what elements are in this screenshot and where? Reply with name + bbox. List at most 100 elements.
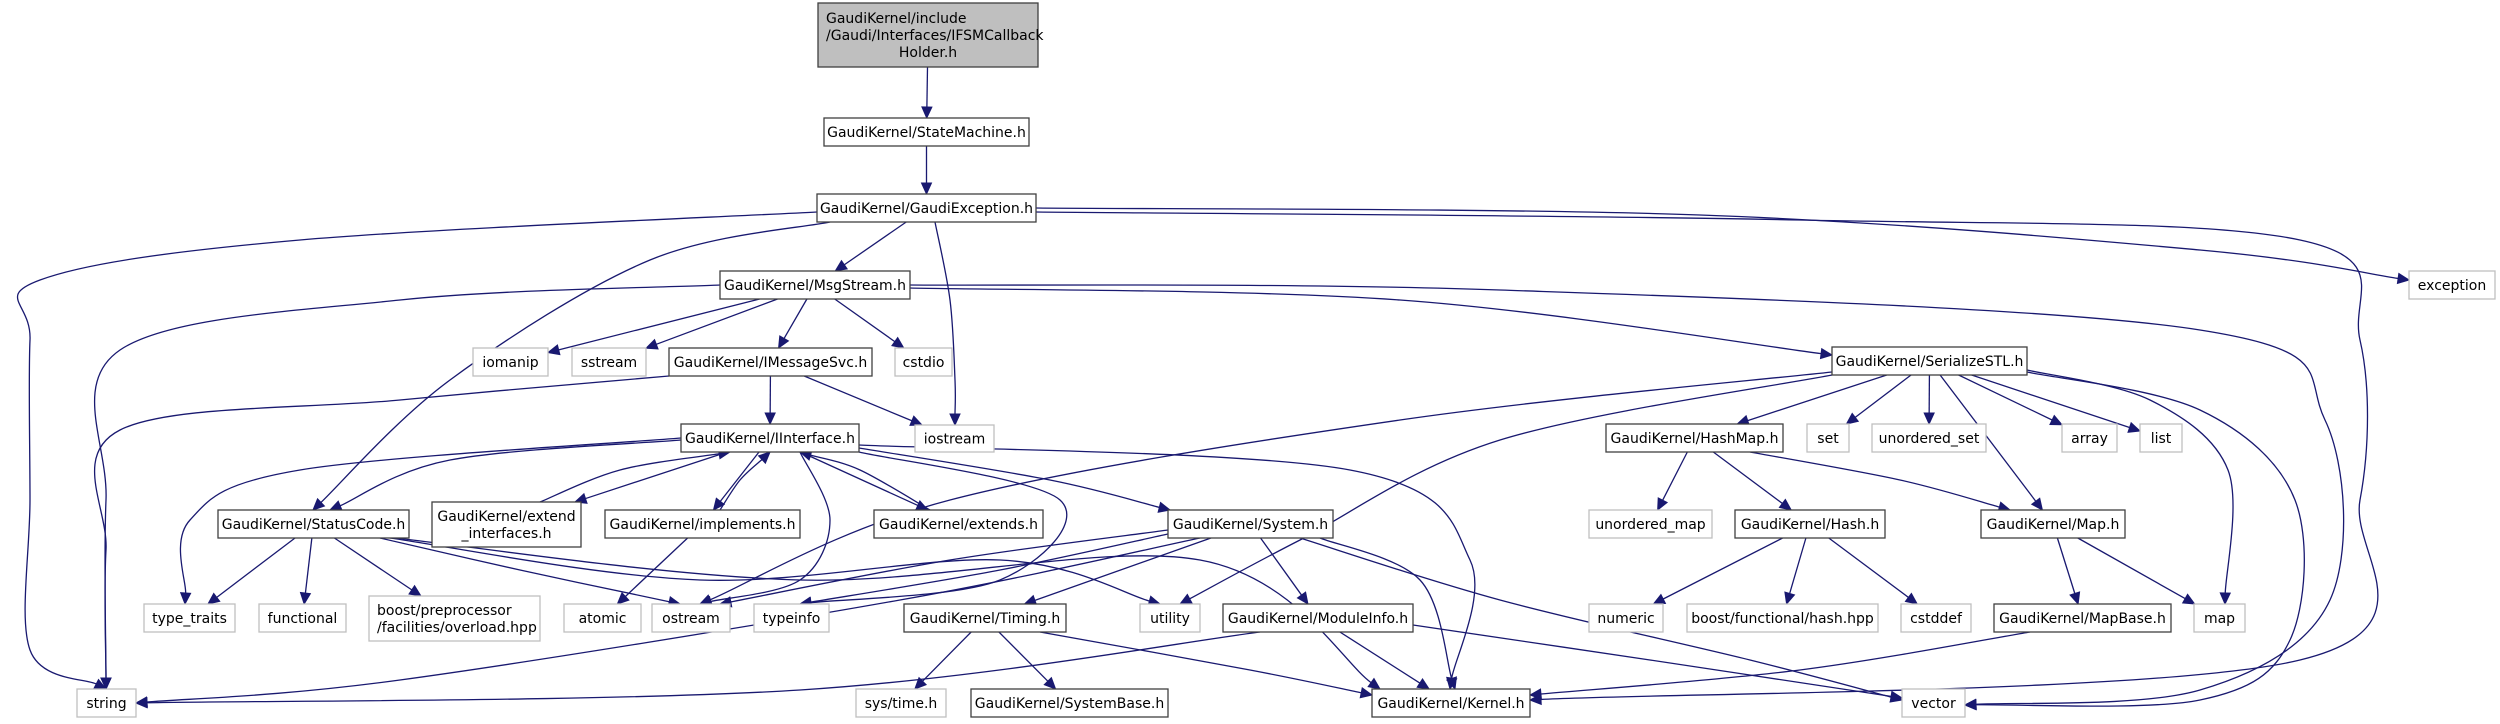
node-box xyxy=(258,603,347,633)
node-box xyxy=(1139,603,1201,633)
edge-serializestl-to-utility xyxy=(1189,374,1833,600)
arrowhead-timing-to-sys_time xyxy=(913,676,928,690)
node-gaudiexception[interactable]: GaudiKernel/GaudiException.h xyxy=(816,193,1037,223)
node-hash[interactable]: GaudiKernel/Hash.h xyxy=(1734,509,1886,539)
node-label: GaudiKernel/extend xyxy=(437,509,575,525)
node-box xyxy=(1605,423,1784,453)
edge-gaudiexception-to-string xyxy=(16,211,818,685)
node-hashmap[interactable]: GaudiKernel/HashMap.h xyxy=(1605,423,1784,453)
edge-statuscode-to-boost_overload xyxy=(334,537,413,591)
node-system[interactable]: GaudiKernel/System.h xyxy=(1167,509,1334,539)
edge-serializestl-to-ostream xyxy=(709,371,1833,601)
node-box xyxy=(1588,509,1713,539)
node-label: array xyxy=(2071,431,2108,447)
node-box xyxy=(816,193,1037,223)
node-statemachine[interactable]: GaudiKernel/StateMachine.h xyxy=(823,117,1030,147)
node-ostream: ostream xyxy=(651,603,731,633)
node-extend_interfaces[interactable]: GaudiKernel/extend_interfaces.h xyxy=(431,501,582,548)
node-box xyxy=(1371,688,1531,718)
node-box xyxy=(903,603,1067,633)
node-box xyxy=(1588,603,1664,633)
node-label: map xyxy=(2204,611,2235,627)
arrowhead-gaudiexception-to-exception xyxy=(2396,272,2411,285)
arrowhead-serializestl-to-array xyxy=(2049,414,2064,426)
arrowhead-serializestl-to-set xyxy=(1845,412,1860,425)
node-utility: utility xyxy=(1139,603,1201,633)
node-boost_overload: boost/preprocessor/facilities/overload.h… xyxy=(368,595,541,642)
edge-moduleinfo-to-kernel xyxy=(1339,631,1421,684)
node-list: list xyxy=(2139,423,2183,453)
edge-serializestl-to-array xyxy=(1958,374,2053,421)
node-moduleinfo[interactable]: GaudiKernel/ModuleInfo.h xyxy=(1222,603,1414,633)
node-statuscode[interactable]: GaudiKernel/StatusCode.h xyxy=(217,509,410,539)
node-exception: exception xyxy=(2408,270,2496,300)
node-box xyxy=(2408,270,2496,300)
edge-hash-to-numeric xyxy=(1662,537,1783,600)
node-numeric: numeric xyxy=(1588,603,1664,633)
edge-msgstream-to-serializestl xyxy=(909,287,1822,355)
edge-system-to-kernel xyxy=(1319,537,1453,679)
arrowhead-statuscode-to-functional xyxy=(299,591,312,606)
edge-msgstream-to-imessagesvc xyxy=(783,298,808,339)
node-unordered_map: unordered_map xyxy=(1588,509,1713,539)
node-serializestl[interactable]: GaudiKernel/SerializeSTL.h xyxy=(1831,346,2028,376)
edge-timing-to-systembase xyxy=(998,631,1049,682)
edge-root-to-statemachine xyxy=(926,66,929,108)
node-extends[interactable]: GaudiKernel/extends.h xyxy=(873,509,1044,539)
node-label: GaudiKernel/extends.h xyxy=(879,517,1038,533)
node-root[interactable]: GaudiKernel/include/Gaudi/Interfaces/IFS… xyxy=(817,2,1044,68)
arrowhead-timing-to-systembase xyxy=(1043,676,1057,690)
edge-system-to-moduleinfo xyxy=(1260,537,1303,596)
arrowhead-iinterface-to-type_traits xyxy=(179,592,192,606)
arrowhead-serializestl-to-vector xyxy=(1963,698,1977,711)
node-box xyxy=(472,347,549,377)
arrowhead-hash-to-boost_hash xyxy=(1784,591,1796,606)
arrowhead-hash-to-cstddef xyxy=(1904,592,1919,605)
node-box xyxy=(143,603,236,633)
edge-iinterface-to-extends xyxy=(800,451,919,507)
edge-msgstream-to-sstream xyxy=(656,298,778,345)
arrowhead-moduleinfo-to-string xyxy=(134,696,148,709)
node-systembase[interactable]: GaudiKernel/SystemBase.h xyxy=(970,688,1169,718)
node-map_h[interactable]: GaudiKernel/Map.h xyxy=(1980,509,2126,539)
edge-serializestl-to-vector xyxy=(1975,371,2305,707)
edge-extend_interfaces-to-iinterface xyxy=(539,453,720,503)
node-box xyxy=(970,688,1169,718)
node-cstddef: cstddef xyxy=(1900,603,1972,633)
edge-serializestl-to-list xyxy=(1971,374,2130,429)
arrowhead-msgstream-to-iomanip xyxy=(546,344,561,356)
node-kernel[interactable]: GaudiKernel/Kernel.h xyxy=(1371,688,1531,718)
node-box xyxy=(1871,423,1987,453)
node-label: functional xyxy=(268,611,338,627)
node-mapbase[interactable]: GaudiKernel/MapBase.h xyxy=(1993,603,2172,633)
node-iinterface[interactable]: GaudiKernel/IInterface.h xyxy=(680,423,860,453)
edge-statuscode-to-functional xyxy=(304,537,313,594)
node-label: cstddef xyxy=(1910,611,1963,627)
node-box xyxy=(2061,423,2118,453)
edge-iinterface-to-kernel xyxy=(858,444,1476,679)
edge-mapbase-to-kernel xyxy=(1540,631,2031,695)
edge-imessagesvc-to-iostream xyxy=(803,375,913,422)
arrowhead-gaudiexception-to-iostream xyxy=(949,413,961,427)
node-box xyxy=(651,603,731,633)
arrowhead-map_h-to-map xyxy=(2181,593,2196,605)
edge-hashmap-to-hash xyxy=(1712,451,1783,504)
node-implements[interactable]: GaudiKernel/implements.h xyxy=(604,509,801,539)
arrowhead-msgstream-to-serializestl xyxy=(1819,347,1834,360)
arrowhead-iinterface-to-statuscode xyxy=(328,500,343,511)
node-timing[interactable]: GaudiKernel/Timing.h xyxy=(903,603,1067,633)
node-box xyxy=(76,688,137,718)
node-label: list xyxy=(2151,431,2172,447)
node-set: set xyxy=(1806,423,1850,453)
node-msgstream[interactable]: GaudiKernel/MsgStream.h xyxy=(719,270,911,300)
arrowhead-system-to-moduleinfo xyxy=(1296,591,1309,605)
node-label: GaudiKernel/Timing.h xyxy=(910,611,1060,627)
edge-statuscode-to-ostream xyxy=(379,537,670,603)
edge-system-to-typeinfo xyxy=(810,533,1169,603)
node-string: string xyxy=(76,688,137,718)
node-imessagesvc[interactable]: GaudiKernel/IMessageSvc.h xyxy=(668,347,873,377)
node-functional: functional xyxy=(258,603,347,633)
arrowhead-iinterface-to-system xyxy=(1157,501,1172,513)
node-vector: vector xyxy=(1901,688,1966,718)
node-box xyxy=(2193,603,2246,633)
